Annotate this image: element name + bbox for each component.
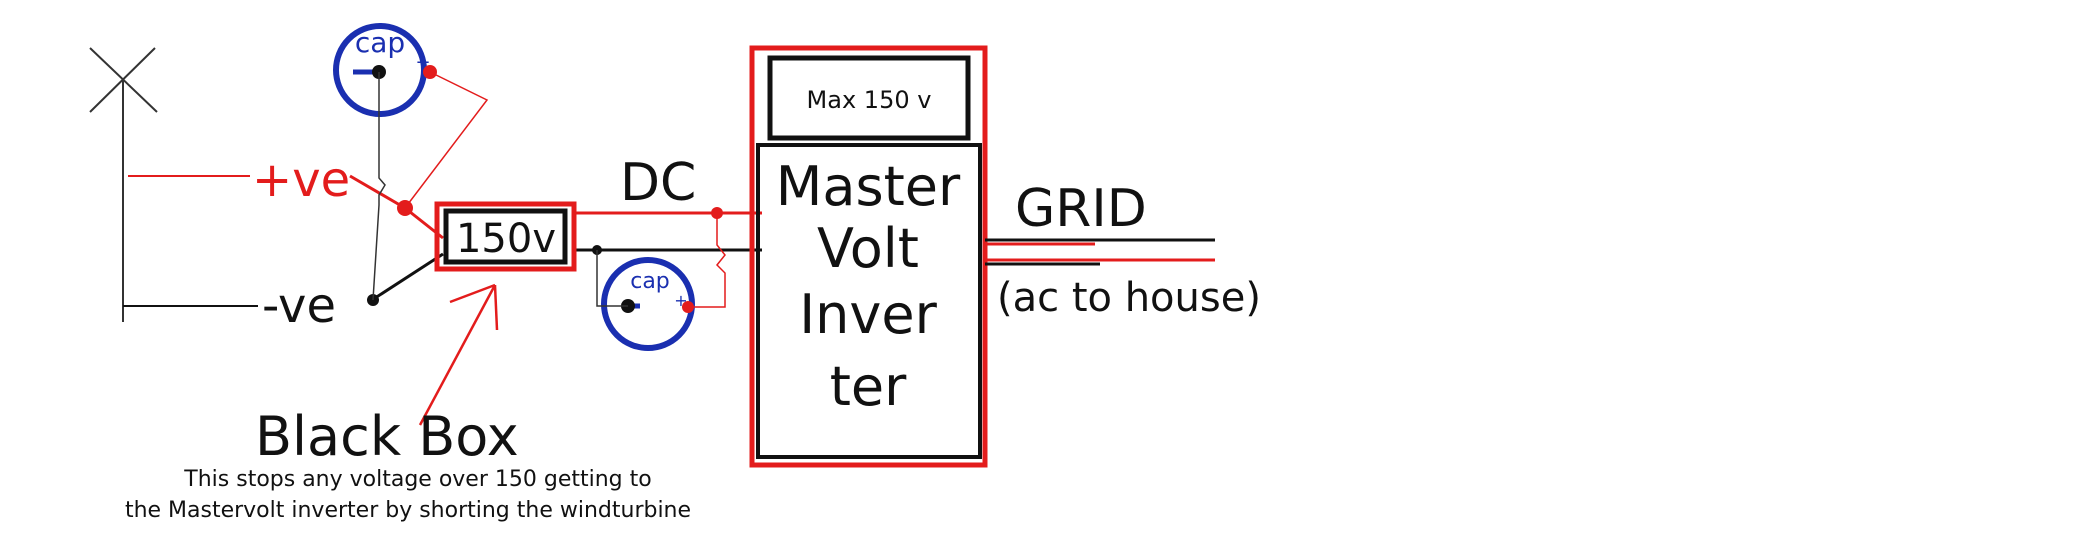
cap-top-label: cap xyxy=(355,26,405,59)
dc-label: DC xyxy=(620,153,696,213)
max-voltage-label: Max 150 v xyxy=(807,86,932,114)
grid-wires xyxy=(985,238,1215,266)
black-box-title: Black Box xyxy=(255,405,519,468)
inverter-label-1: Master xyxy=(776,155,961,218)
positive-wire xyxy=(128,174,762,240)
top-capacitor: cap + xyxy=(333,23,489,301)
note-line-2: the Mastervolt inverter by shorting the … xyxy=(125,498,691,523)
inverter: Max 150 v Master Volt Inver ter xyxy=(749,45,988,468)
positive-label: +ve xyxy=(252,152,350,208)
cap-top-plus: + xyxy=(415,52,430,73)
bottom-capacitor: cap + xyxy=(596,213,726,351)
note-line-1: This stops any voltage over 150 getting … xyxy=(183,467,651,492)
ac-label: (ac to house) xyxy=(997,275,1261,321)
wind-turbine-icon xyxy=(89,47,158,322)
arrow-icon xyxy=(418,283,499,426)
negative-label: -ve xyxy=(262,278,336,334)
inverter-label-3: Inver xyxy=(799,283,937,346)
limit-box-label: 150v xyxy=(456,216,556,262)
cap-bottom-label: cap xyxy=(630,269,670,294)
grid-label: GRID xyxy=(1015,179,1147,239)
inverter-label-2: Volt xyxy=(817,217,919,280)
black-box: 150v xyxy=(434,201,577,272)
cap-bottom-plus: + xyxy=(674,291,687,310)
inverter-label-4: ter xyxy=(830,355,907,418)
